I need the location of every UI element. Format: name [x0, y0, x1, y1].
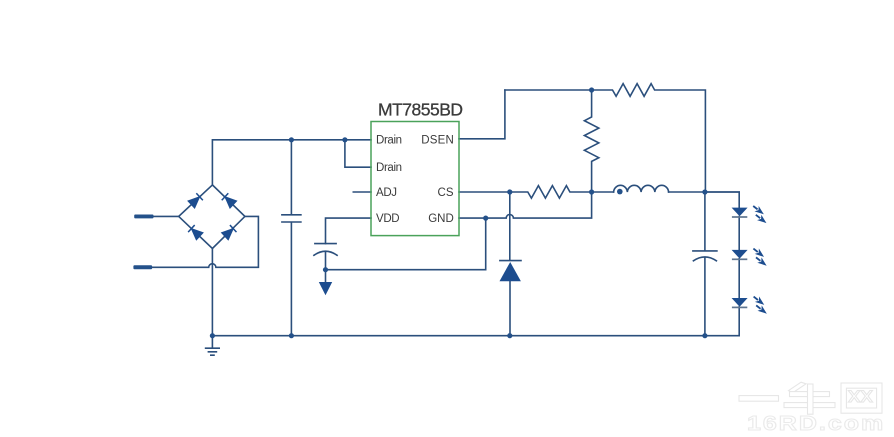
svg-text:GND: GND	[428, 213, 454, 225]
svg-text:ADJ: ADJ	[376, 187, 397, 199]
svg-text:CS: CS	[438, 187, 454, 199]
svg-text:VDD: VDD	[376, 213, 399, 225]
svg-text:Drain: Drain	[376, 134, 402, 146]
svg-text:DSEN: DSEN	[421, 134, 454, 146]
svg-text:MT7855BD: MT7855BD	[378, 99, 463, 119]
svg-text:Drain: Drain	[376, 162, 402, 174]
